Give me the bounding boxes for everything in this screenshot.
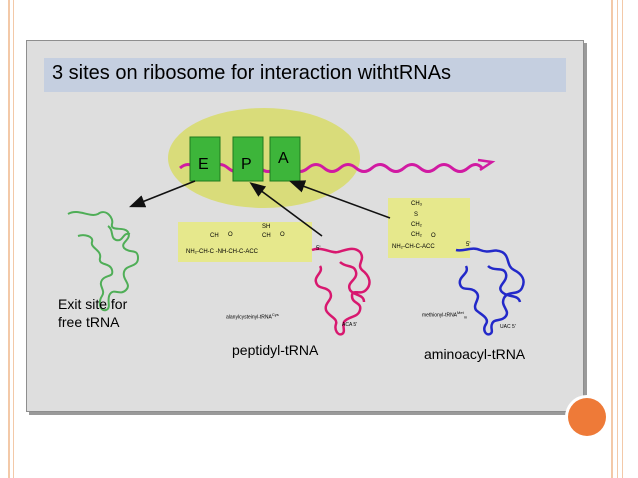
peptidyl-ch2-right-text: CH (262, 233, 271, 239)
peptidyl-trna-label: peptidyl-tRNA (232, 342, 319, 358)
exit-label-line2: free tRNA (58, 314, 120, 330)
diagram-title: 3 sites on ribosome for interaction with… (52, 62, 452, 84)
site-e-box (189, 136, 221, 182)
peptidyl-o-right-text: O (280, 232, 285, 238)
site-p-box (232, 136, 264, 182)
methionyl-trna-sup: Met (457, 310, 464, 315)
exit-trna-shape (67, 211, 140, 312)
exit-label-line1: Exit site for (58, 296, 128, 312)
alanyl-trna-name: alanylcysteinyl-tRNA (226, 314, 272, 321)
aminoacyl-5prime-text: 5' (466, 242, 471, 248)
site-p-label: P (241, 156, 252, 173)
aminoacyl-chem-box (388, 198, 470, 258)
exit-arrow (129, 180, 196, 208)
site-a-box (269, 136, 301, 182)
aminoacyl-backbone-text: NH₂-CH-C-ACC (392, 244, 435, 250)
site-a-label: A (278, 150, 289, 167)
aminoacyl-arrow (288, 180, 391, 219)
peptidyl-o-left-text: O (228, 232, 233, 238)
peptidyl-5prime-text: 5' (316, 246, 321, 252)
methionyl-trna-name: methionyl-tRNA (422, 312, 458, 319)
aminoacyl-trna-shape (455, 247, 525, 336)
peptidyl-backbone-text: NH₂-CH-C -NH-CH-C-ACC (186, 249, 258, 255)
aca-label: ACA 5' (342, 322, 358, 328)
methionyl-trna-label: methionyl-tRNAMetm (422, 310, 467, 320)
right-border-line-3 (622, 0, 623, 478)
peptidyl-chem-box (178, 222, 312, 262)
right-border-line (611, 0, 613, 478)
aminoacyl-o-text: O (431, 233, 436, 239)
site-e-label: E (198, 156, 209, 173)
mrna-arrowhead (477, 158, 496, 172)
left-border-line-2 (13, 0, 14, 478)
right-border-line-2 (617, 0, 618, 478)
accent-dot (568, 398, 606, 436)
ribosome-shape (168, 108, 360, 208)
uac-label: UAC 5' (500, 324, 516, 330)
title-bar (44, 58, 566, 92)
alanyl-trna-label: alanylcysteinyl-tRNACys (226, 312, 279, 321)
aminoacyl-ch2b-text: CH₂ (411, 232, 422, 238)
aminoacyl-s-text: S (414, 212, 419, 218)
mrna-strand (179, 163, 484, 173)
methionyl-trna-sub: m (463, 314, 468, 320)
peptidyl-arrow (249, 182, 323, 237)
aminoacyl-ch2a-text: CH₂ (411, 222, 422, 228)
peptidyl-ch2-left-text: CH (210, 233, 219, 239)
left-border-line (8, 0, 10, 478)
aminoacyl-trna-label: aminoacyl-tRNA (424, 346, 526, 362)
peptidyl-sh-text: SH (262, 224, 271, 230)
alanyl-trna-sup: Cys (271, 312, 279, 317)
aminoacyl-ch3-text: CH₃ (411, 201, 423, 207)
peptidyl-trna-shape (311, 247, 371, 336)
